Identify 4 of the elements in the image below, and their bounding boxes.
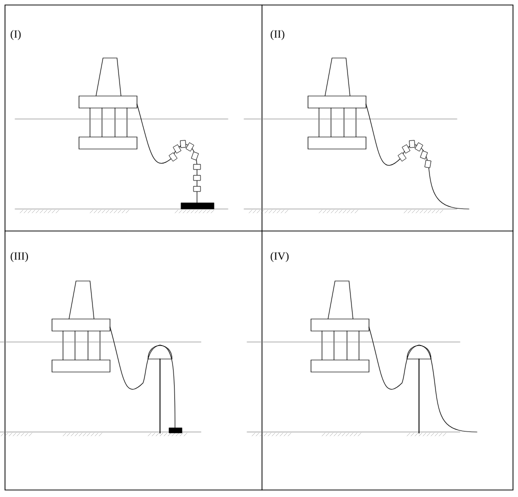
panel-label: (IV) [270, 252, 289, 262]
panel-label: (II) [270, 30, 284, 40]
panel-label: (III) [10, 252, 28, 262]
panel-label: (I) [10, 30, 21, 40]
